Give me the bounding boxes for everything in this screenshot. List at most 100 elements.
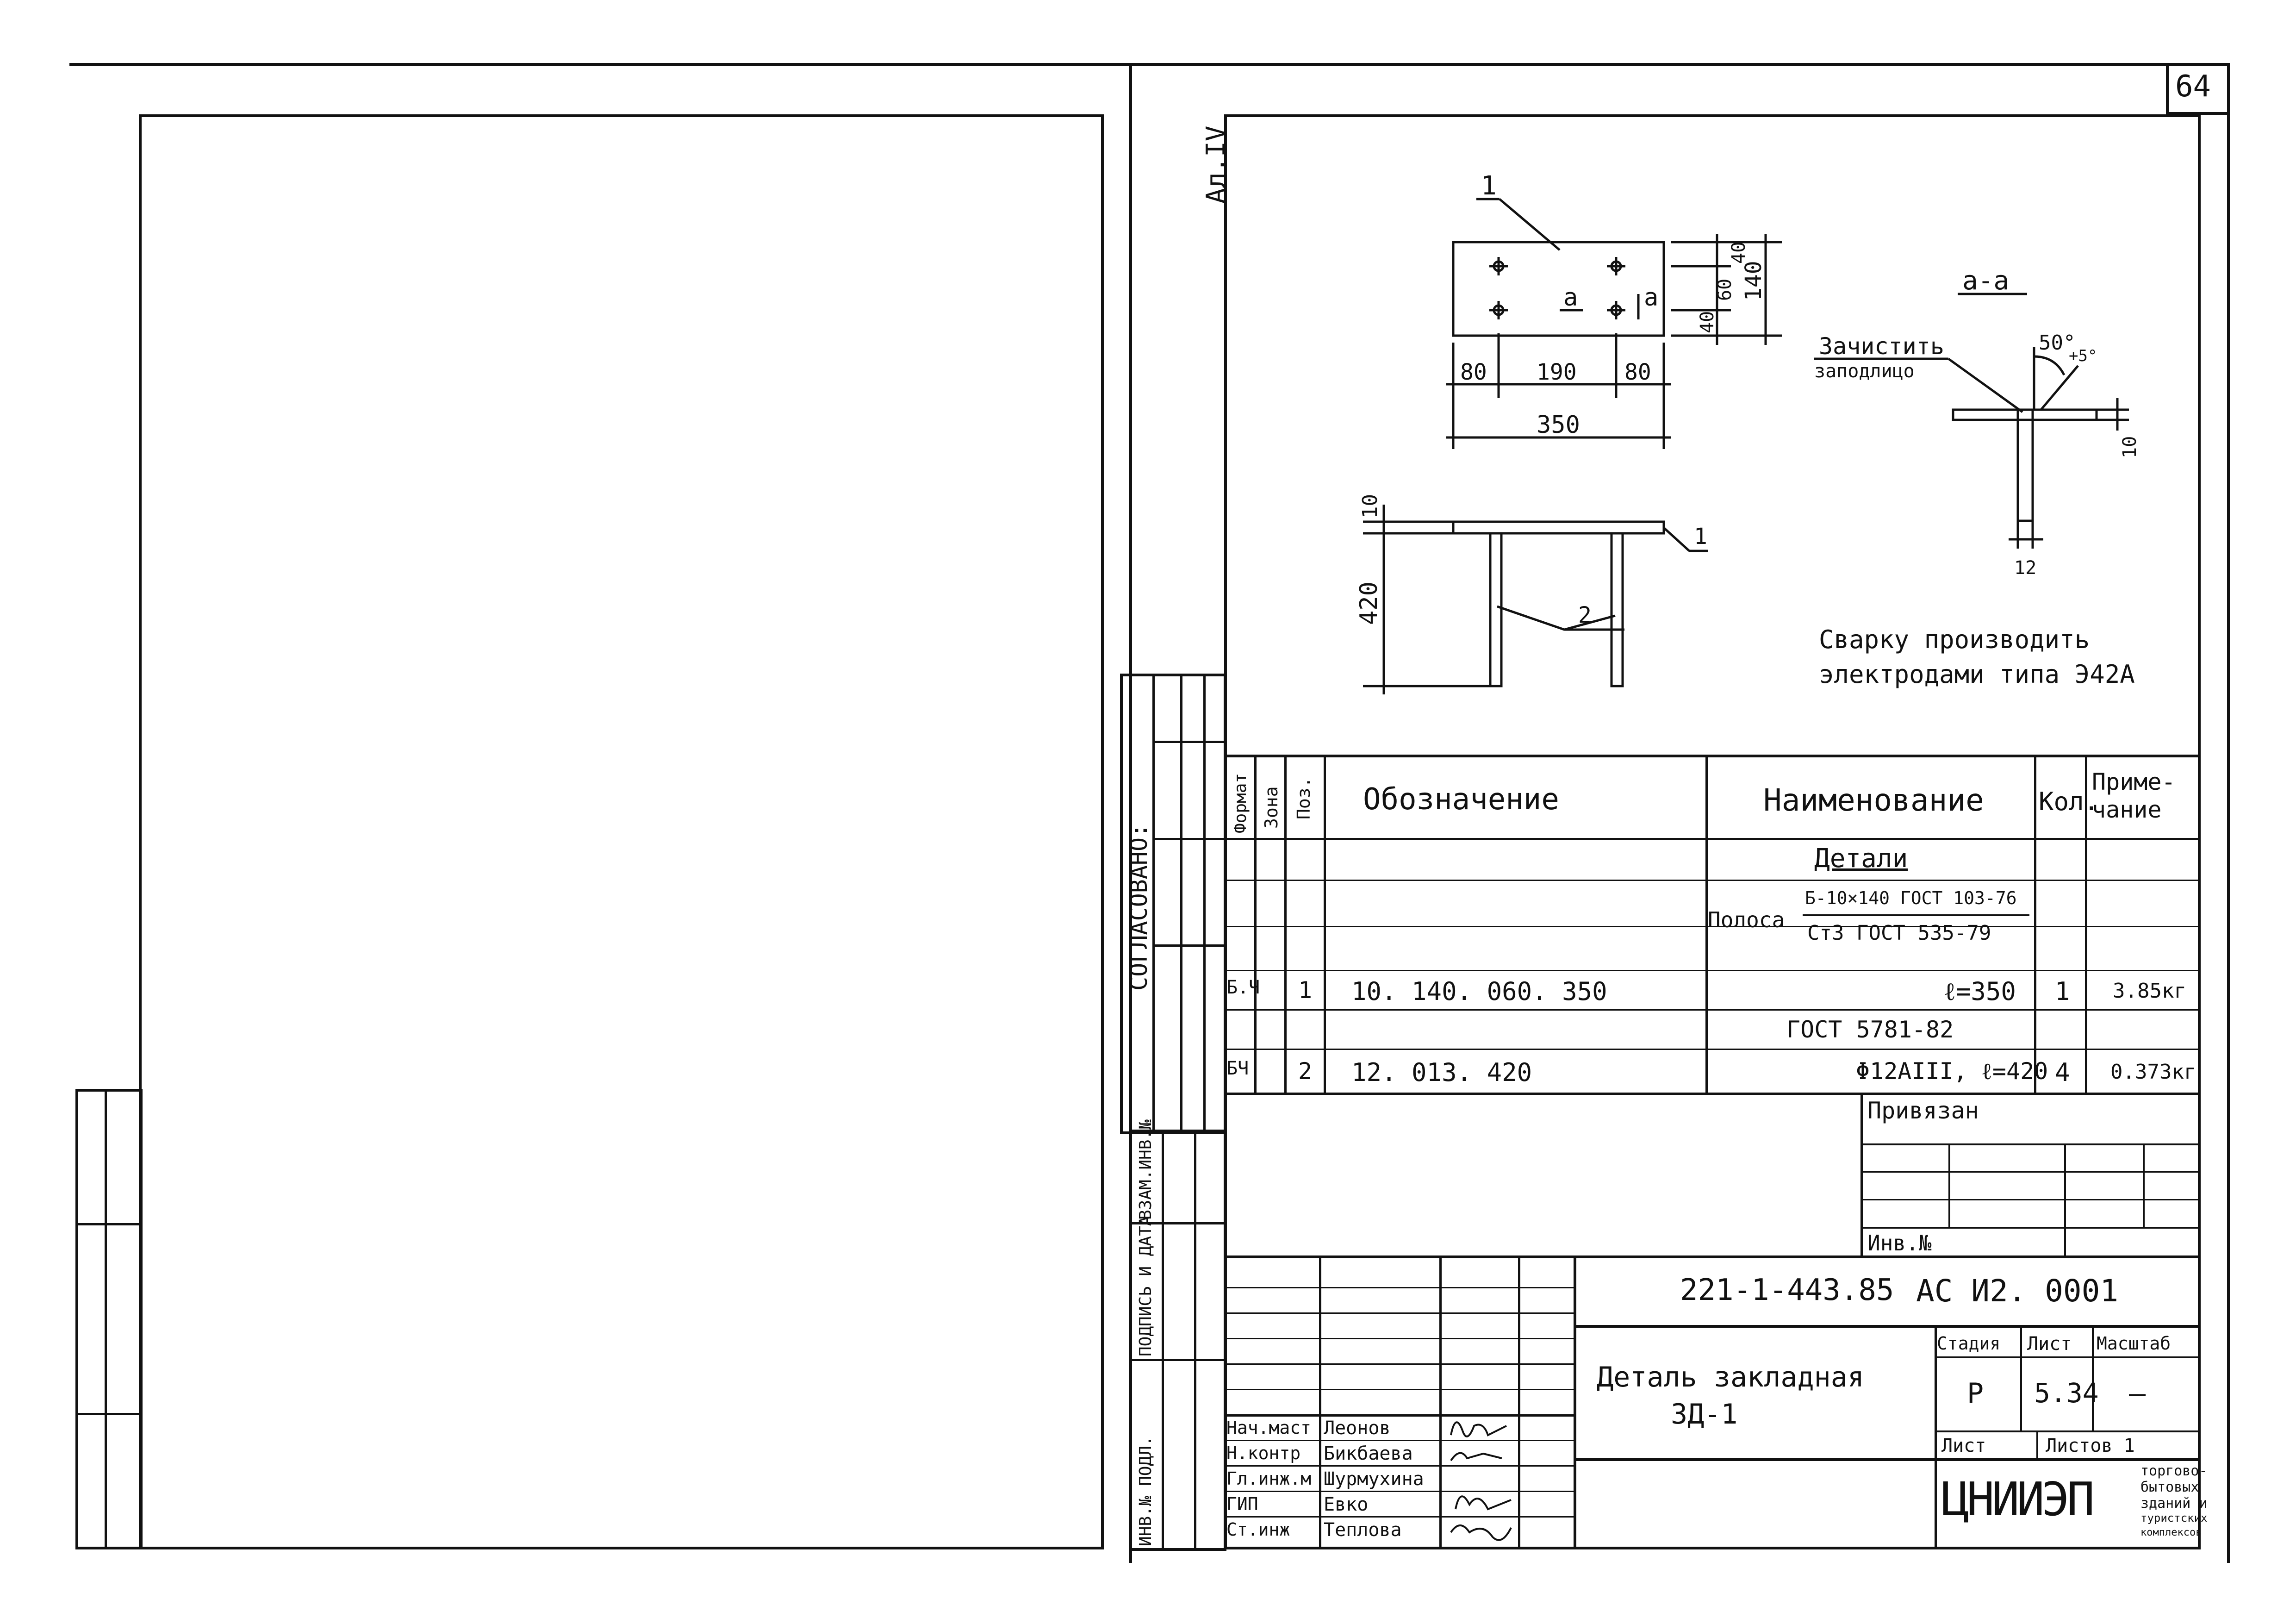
role-1: Н.контр [1226,1443,1301,1463]
stage-label: Стадия [1937,1333,2001,1354]
spec-section-title: Детали [1814,843,1908,874]
row-polosa-top: Б-10×140 ГОСТ 103-76 [1805,888,2017,908]
header-zone: Зона [1261,786,1282,829]
welding-note-1: Сварку производить [1819,625,2090,654]
dim-12: 12 [2014,557,2036,579]
title-1: Деталь закладная [1597,1361,1864,1393]
sheet-value: 5.34 [2034,1377,2099,1409]
dim-60: 60 [1714,279,1736,301]
header-note-1: Приме- [2092,768,2176,795]
row2-name: ГОСТ 5781-82 [1786,1016,1954,1043]
dim-420: 420 [1355,581,1383,625]
header-name: Наименование [1763,782,1984,818]
row3-qty: 4 [2055,1058,2070,1087]
dim-80-left: 80 [1460,359,1487,385]
note-clean-2: заподлицо [1814,361,1915,382]
note-clean-1: Зачистить [1819,333,1944,360]
scale-value: — [2129,1377,2146,1410]
inv-original-label: ИНВ.№ ПОДЛ. [1136,1436,1155,1546]
header-format: Формат [1231,773,1250,833]
name-4: Теплова [1324,1519,1402,1541]
angle-label: 50° [2039,331,2075,355]
doc-code: 221-1-443.85 [1680,1273,1894,1307]
page-number-box [2166,63,2230,115]
header-qty: Кол. [2039,787,2099,816]
signatures [1450,1421,1512,1541]
header-designation: Обозначение [1363,782,1559,817]
role-4: Ст.инж [1226,1519,1290,1540]
dim-80-right: 80 [1624,359,1651,385]
plate-plan-view [1452,241,1665,337]
dim-40-top: 40 [1728,242,1749,264]
row1-pos: 1 [1298,977,1313,1004]
welding-note-2: электродами типа Э42А [1819,660,2135,689]
row-polosa-prefix: Полоса [1708,907,1785,932]
row1-note: 3.85кг [2113,979,2186,1003]
pos2-label: 2 [1578,602,1592,628]
sheet-label-2: Лист [1941,1435,1986,1456]
row3-note: 0.373кг [2110,1060,2196,1084]
header-note-2: чание [2092,796,2162,823]
role-2: Гл.инж.м [1226,1468,1312,1489]
row1-designation: 10. 140. 060. 350 [1351,977,1607,1006]
scale-label: Масштаб [2097,1333,2171,1354]
row3-name: Φ12АIII, ℓ=420 [1856,1058,2048,1085]
org-text-1: торгово- [2140,1463,2208,1479]
row1-name: ℓ=350 [1944,977,2016,1006]
doc-mark: АС И2. 0001 [1916,1273,2119,1309]
row3-designation: 12. 013. 420 [1351,1058,1532,1087]
dim-350: 350 [1537,411,1580,439]
section-mark-right: а [1644,284,1658,312]
left-blank-frame [139,114,1104,1549]
angle-tol: +5° [2069,347,2097,365]
row1-qty: 1 [2055,977,2070,1006]
role-0: Нач.маст [1226,1418,1312,1438]
binding-inv: Инв.№ [1867,1230,1932,1255]
section-rod [2016,408,2034,522]
dim-140: 140 [1741,261,1767,301]
row-polosa-bottom: Ст3 ГОСТ 535-79 [1807,921,1991,945]
dim-10-plate: 10 [1358,494,1382,518]
pos1-label-plan: 1 [1481,171,1497,201]
sheet-label: Лист [2027,1333,2072,1355]
left-small-stamp [75,1089,143,1549]
section-title: а-а [1962,266,2009,296]
technical-drawing: 1 а а 80 190 80 350 140 40 60 40 1 2 10 … [1355,171,2140,694]
dim-10-section: 10 [2119,436,2140,458]
row3-format: БЧ [1226,1058,1249,1079]
sheets-label: Листов 1 [2046,1435,2135,1456]
hole-markers [1489,257,1625,319]
sign-date-label: ПОДПИСЬ И ДАТА [1136,1216,1155,1356]
agreed-stamp-block [1120,674,1226,1134]
section-mark-left: а [1563,284,1578,312]
role-3: ГИП [1226,1494,1258,1514]
header-pos: Поз. [1294,777,1314,819]
name-2: Шурмухина [1324,1468,1424,1490]
top-border-line [69,63,2226,66]
anchor-rod-right [1610,532,1624,687]
center-fold-line [1129,63,1132,1563]
anchor-rod-left [1489,532,1503,687]
dim-190: 190 [1537,359,1577,385]
page-number: 64 [2175,69,2211,104]
name-3: Евко [1324,1494,1369,1515]
org-logo: ЦНИИЭП [1941,1472,2095,1526]
inv-replace-label: ВЗАМ.ИНВ.№ [1136,1119,1155,1220]
org-text-2: бытовых [2140,1479,2199,1495]
name-1: Бикбаева [1324,1443,1413,1464]
section-plate [1952,408,2098,421]
row1-format: Б.Ч [1226,977,1260,998]
inv-stamp-block [1129,1130,1226,1551]
binding-title: Привязан [1867,1097,1979,1124]
org-text-5: комплексов [2140,1527,2202,1538]
name-0: Леонов [1324,1418,1391,1439]
pos1-label-side: 1 [1694,524,1707,550]
org-text-3: зданий и [2140,1495,2208,1512]
plate-side-view [1452,520,1665,535]
agreed-label: СОГЛАСОВАНО: [1126,823,1152,991]
title-2: ЗД-1 [1671,1398,1738,1430]
dim-40-bottom: 40 [1697,311,1718,333]
row3-pos: 2 [1298,1058,1313,1085]
org-text-4: туристских [2140,1512,2208,1524]
stage-value: Р [1967,1377,1984,1410]
